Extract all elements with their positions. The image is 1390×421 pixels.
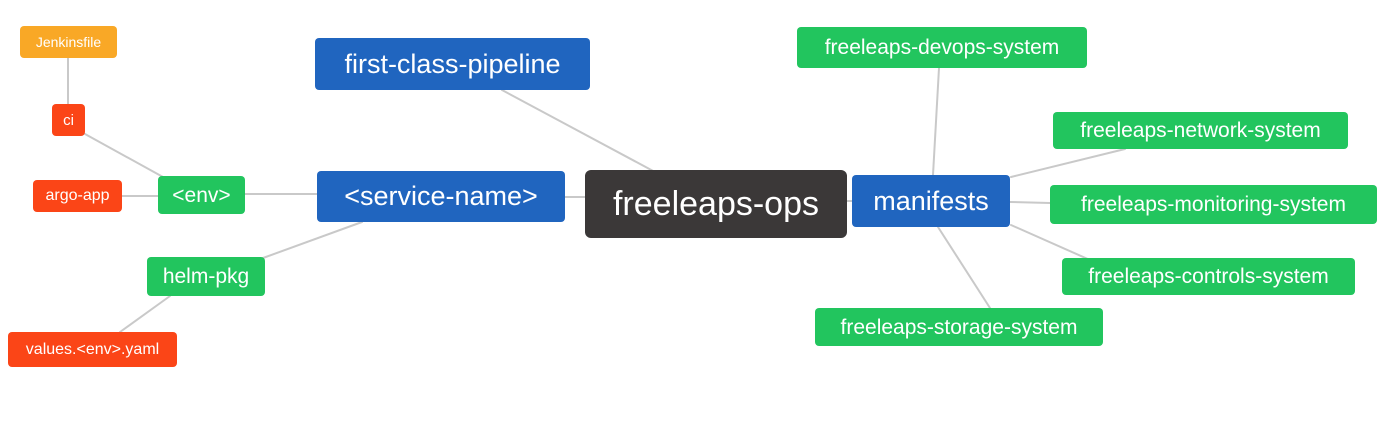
- node-freeleaps-ops[interactable]: freeleaps-ops: [585, 170, 847, 238]
- node-helm-pkg[interactable]: helm-pkg: [147, 257, 265, 296]
- node-freeleaps-network-system[interactable]: freeleaps-network-system: [1053, 112, 1348, 149]
- edge-helm-pkg-service-name: [262, 221, 363, 259]
- node-values-env-yaml[interactable]: values.<env>.yaml: [8, 332, 177, 367]
- node-jenkinsfile[interactable]: Jenkinsfile: [20, 26, 117, 58]
- node-freeleaps-controls-system[interactable]: freeleaps-controls-system: [1062, 258, 1355, 295]
- edge-manifests-freeleaps-storage-system: [937, 226, 991, 309]
- node-first-class-pipeline[interactable]: first-class-pipeline: [315, 38, 590, 90]
- edge-first-class-pipeline-freeleaps-ops: [501, 89, 656, 173]
- edge-manifests-freeleaps-devops-system: [932, 67, 940, 176]
- node-freeleaps-storage-system[interactable]: freeleaps-storage-system: [815, 308, 1103, 346]
- node-freeleaps-devops-system[interactable]: freeleaps-devops-system: [797, 27, 1087, 68]
- edge-manifests-freeleaps-monitoring-system: [1009, 201, 1051, 204]
- node-ci[interactable]: ci: [52, 104, 85, 136]
- node-env[interactable]: <env>: [158, 176, 245, 214]
- edge-manifests-freeleaps-controls-system: [1010, 224, 1091, 261]
- edge-ci-env: [84, 133, 164, 178]
- edge-manifests-freeleaps-network-system: [1010, 148, 1126, 178]
- node-manifests[interactable]: manifests: [852, 175, 1010, 227]
- node-freeleaps-monitoring-system[interactable]: freeleaps-monitoring-system: [1050, 185, 1377, 224]
- node-service-name[interactable]: <service-name>: [317, 171, 565, 222]
- node-argo-app[interactable]: argo-app: [33, 180, 122, 212]
- edge-values-env-yaml-helm-pkg: [119, 295, 171, 333]
